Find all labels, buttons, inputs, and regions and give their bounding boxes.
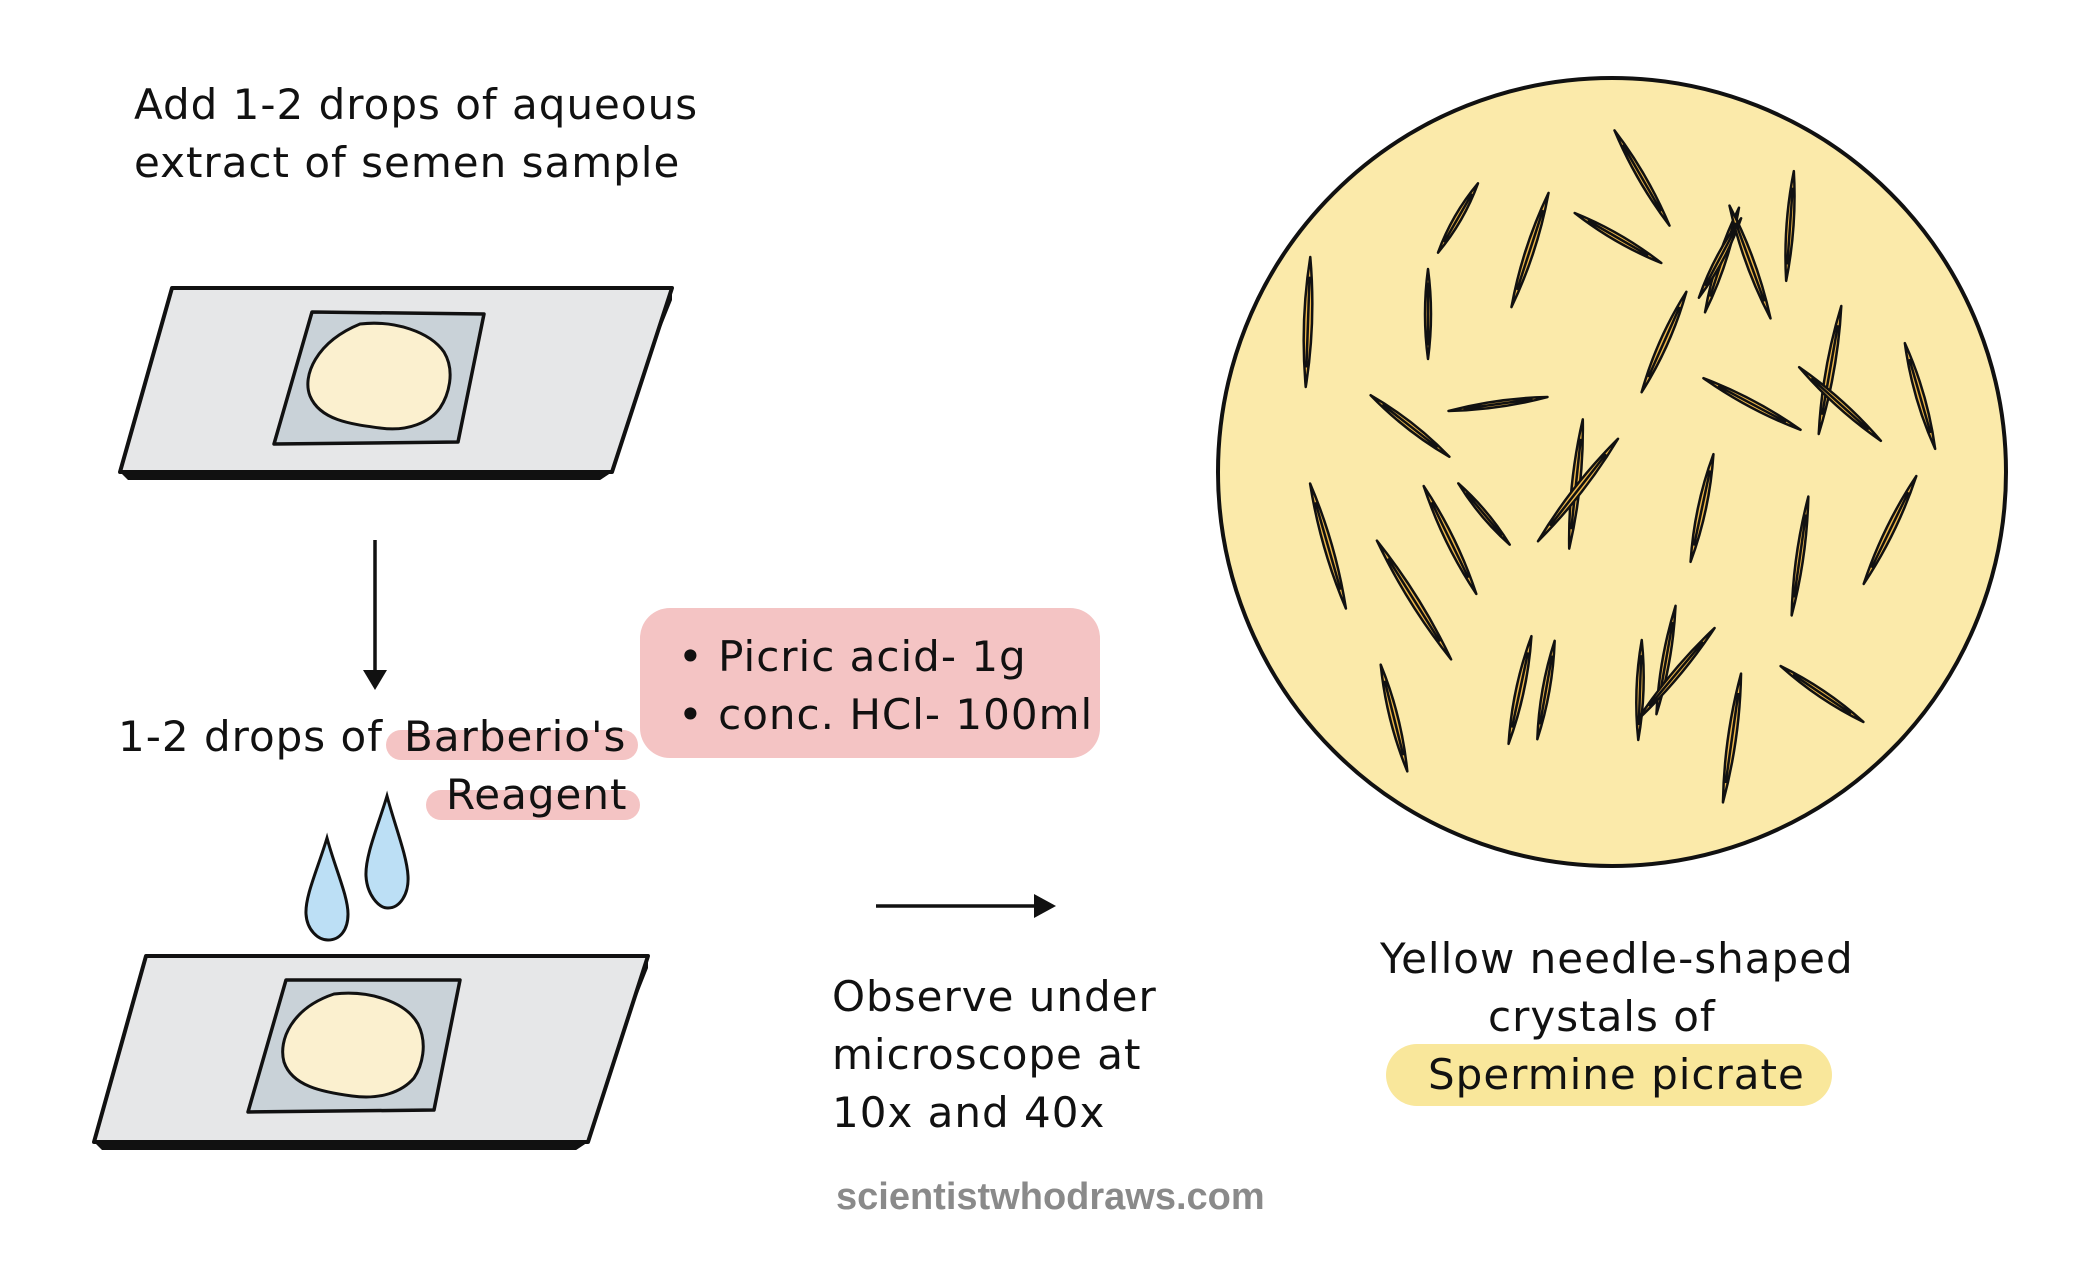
slide-bottom (92, 954, 650, 1150)
crystal-needle (1689, 452, 1715, 564)
crystal-needle (1613, 129, 1671, 227)
crystal-needle (1779, 664, 1865, 724)
step2-reagent-b: Reagent (446, 770, 628, 819)
right-arrow (876, 894, 1056, 918)
crystal-needle (1702, 376, 1802, 432)
crystal-needle (1635, 638, 1645, 742)
reagent-highlight-2 (426, 790, 640, 820)
reagent-highlight-1 (386, 730, 638, 760)
result-line1: Yellow needle-shaped (1380, 934, 1854, 983)
crystal-needle (1507, 634, 1533, 746)
down-arrow (363, 540, 387, 690)
crystal-needle (1903, 341, 1937, 451)
observe-line3: 10x and 40x (832, 1088, 1106, 1137)
crystal-needle (1536, 639, 1556, 741)
drop-right (364, 790, 410, 910)
crystal-needle (1790, 495, 1810, 617)
reagent-item-1: • Picric acid- 1g (678, 632, 1027, 681)
crystal-needle (1369, 393, 1451, 459)
step1-line1: Add 1-2 drops of aqueous (134, 80, 699, 129)
crystal-needle (1640, 290, 1688, 394)
observe-line1: Observe under (832, 972, 1157, 1021)
result-line2: crystals of (1488, 992, 1716, 1041)
crystal-needle (1567, 418, 1585, 550)
crystal-needle (1308, 482, 1348, 610)
result-highlight-text: Spermine picrate (1428, 1050, 1805, 1099)
step2-prefix: 1-2 drops of (118, 712, 384, 761)
crystal-needle (1728, 204, 1772, 320)
crystal-needle (1862, 474, 1918, 586)
crystal-needle (1573, 211, 1663, 265)
crystal-needle (1375, 539, 1453, 661)
reagent-box (640, 608, 1100, 758)
crystal-needle (1510, 191, 1550, 309)
crystal-needle (1436, 182, 1480, 254)
result-highlight (1386, 1044, 1832, 1106)
crystal-needle (1784, 169, 1796, 283)
crystal-needle (1422, 484, 1478, 596)
crystal-needle (1636, 626, 1716, 722)
crystal-needle (1302, 255, 1314, 389)
step1-line2: extract of semen sample (134, 138, 681, 187)
watermark: scientistwhodraws.com (836, 1176, 1265, 1218)
microscope-field (1216, 76, 2008, 868)
crystal-needle (1457, 482, 1511, 546)
slide-top-sample (306, 321, 452, 431)
reagent-item-2: • conc. HCl- 100ml (678, 690, 1094, 739)
crystal-needle (1423, 267, 1433, 361)
drop-left (304, 832, 350, 942)
crystal-needle (1797, 365, 1883, 443)
crystal-needle (1697, 217, 1743, 299)
crystal-needle (1536, 437, 1620, 543)
crystal-needle (1379, 663, 1409, 773)
crystal-needle (1447, 395, 1549, 413)
step2-reagent-a: Barberio's (404, 712, 627, 761)
slide-top (118, 286, 674, 480)
crystal-group (1302, 129, 1937, 804)
crystal-needle (1721, 672, 1743, 804)
observe-line2: microscope at (832, 1030, 1142, 1079)
slide-bottom-sample (281, 991, 425, 1099)
